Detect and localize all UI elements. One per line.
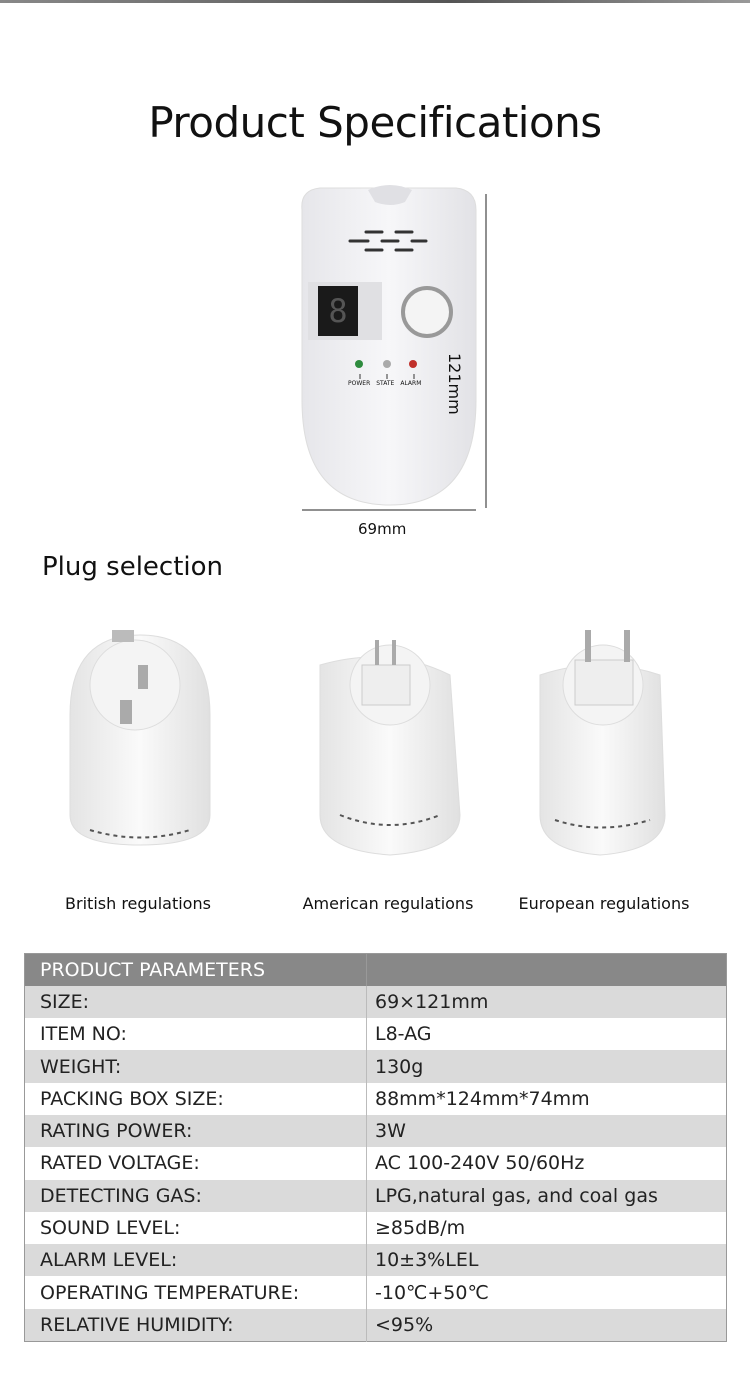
param-value: <95% <box>366 1308 727 1342</box>
param-name: SOUND LEVEL: <box>24 1211 367 1245</box>
table-row: SIZE:69×121mm <box>24 985 727 1019</box>
plug-images <box>69 630 666 856</box>
british-caption: British regulations <box>65 894 211 913</box>
param-name: ALARM LEVEL: <box>24 1244 367 1277</box>
param-name: OPERATING TEMPERATURE: <box>24 1276 367 1309</box>
param-name: PACKING BOX SIZE: <box>24 1082 367 1115</box>
american-caption: American regulations <box>302 894 474 913</box>
param-name: RATED VOLTAGE: <box>24 1147 367 1180</box>
param-value: AC 100-240V 50/60Hz <box>366 1147 727 1180</box>
param-name: ITEM NO: <box>24 1018 367 1051</box>
european-caption: European regulations <box>518 894 690 913</box>
table-row: DETECTING GAS:LPG,natural gas, and coal … <box>24 1179 727 1212</box>
param-name: SIZE: <box>24 985 367 1019</box>
param-value: 130g <box>366 1050 727 1083</box>
param-value: LPG,natural gas, and coal gas <box>366 1179 727 1212</box>
table-row: WEIGHT:130g <box>24 1050 727 1083</box>
table-row: ALARM LEVEL:10±3%LEL <box>24 1244 727 1277</box>
param-name: RELATIVE HUMIDITY: <box>24 1308 367 1342</box>
alarm-led-icon <box>409 360 417 368</box>
param-value: L8-AG <box>366 1018 727 1051</box>
top-bar <box>0 0 750 3</box>
param-value: ≥85dB/m <box>366 1211 727 1245</box>
param-name: RATING POWER: <box>24 1114 367 1148</box>
state-led-icon <box>383 360 391 368</box>
table-row: RATING POWER:3W <box>24 1114 727 1148</box>
param-name: DETECTING GAS: <box>24 1179 367 1212</box>
american-plug-image <box>319 640 461 856</box>
british-plug-image <box>69 630 211 846</box>
param-value: 3W <box>366 1114 727 1148</box>
european-plug-image <box>539 630 666 856</box>
param-value: 10±3%LEL <box>366 1244 727 1277</box>
table-header: PRODUCT PARAMETERS <box>24 953 727 986</box>
power-led-icon <box>355 360 363 368</box>
param-value: 69×121mm <box>366 985 727 1019</box>
table-row: OPERATING TEMPERATURE:-10℃+50℃ <box>24 1276 727 1309</box>
param-value: 88mm*124mm*74mm <box>366 1082 727 1115</box>
height-dimension: 121mm <box>445 353 464 415</box>
page-title: Product Specifications <box>148 98 602 147</box>
table-row: ITEM NO:L8-AG <box>24 1018 727 1051</box>
width-dimension: 69mm <box>358 520 407 538</box>
svg-text:8: 8 <box>328 292 347 330</box>
table-row: SOUND LEVEL:≥85dB/m <box>24 1211 727 1245</box>
param-name: WEIGHT: <box>24 1050 367 1083</box>
table-row: PACKING BOX SIZE:88mm*124mm*74mm <box>24 1082 727 1115</box>
param-value: -10℃+50℃ <box>366 1276 727 1309</box>
table-row: RATED VOLTAGE:AC 100-240V 50/60Hz <box>24 1147 727 1180</box>
plug-selection-title: Plug selection <box>42 552 224 582</box>
gas-detector-image: 8 <box>301 185 487 511</box>
table-row: RELATIVE HUMIDITY:<95% <box>24 1308 727 1342</box>
